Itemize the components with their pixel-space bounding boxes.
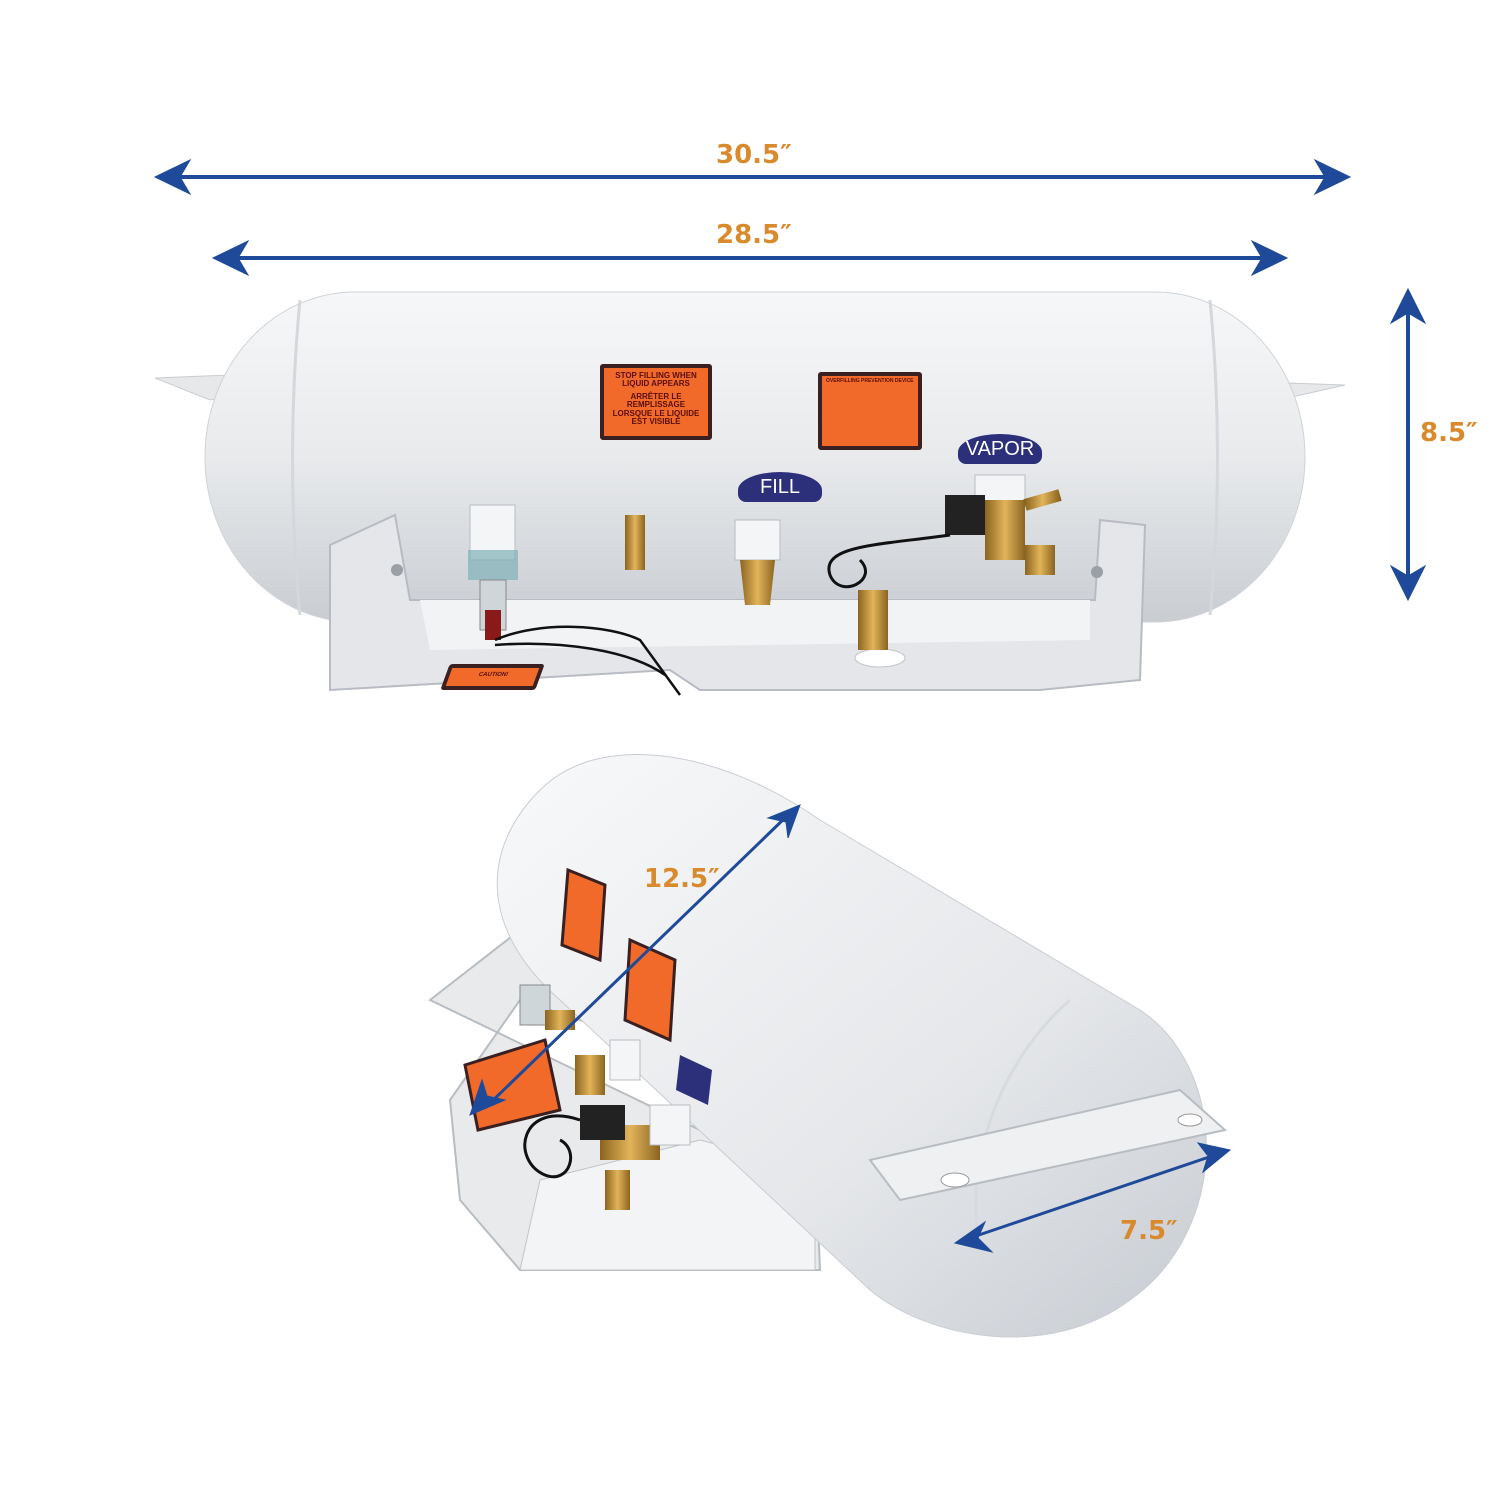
bottom-tank [428, 754, 1228, 1338]
bracket-width-label: 7.5″ [1120, 1216, 1178, 1246]
diameter-label: 12.5″ [644, 864, 720, 894]
overfill-prevention-label: OVERFILLING PREVENTION DEVICE [818, 372, 922, 450]
warning-line-3: ARRÊTER LE [630, 391, 682, 401]
warning-line-4: REMPLISSAGE [626, 400, 686, 410]
overall-length-label: 30.5″ [716, 140, 792, 170]
warning-line-5: LORSQUE LE LIQUIDE [612, 408, 700, 418]
warning-line-2: LIQUID APPEARS [622, 379, 690, 389]
height-label: 8.5″ [1420, 418, 1478, 448]
caution-text: CAUTION! [477, 672, 509, 678]
vapor-tag: VAPOR [958, 434, 1042, 464]
fill-tag: FILL [738, 472, 822, 502]
overfill-label-title: OVERFILLING PREVENTION DEVICE [826, 378, 914, 384]
top-tank [154, 291, 1346, 696]
warning-line-1: STOP FILLING WHEN [615, 371, 697, 380]
dimension-arrows [153, 158, 1427, 1253]
warning-line-6: EST VISIBLE [631, 416, 681, 426]
stop-filling-warning-label: STOP FILLING WHEN LIQUID APPEARS ARRÊTER… [600, 364, 712, 440]
caution-label: CAUTION! [440, 664, 545, 690]
body-length-label: 28.5″ [716, 220, 792, 250]
